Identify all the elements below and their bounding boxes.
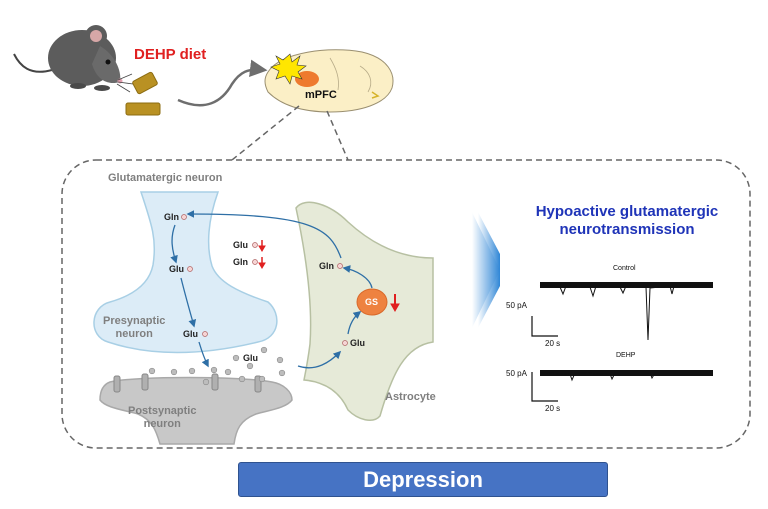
control-scale-bar — [531, 316, 558, 337]
glutamate-cycle-arrows — [170, 210, 373, 369]
decrease-arrow-icon — [258, 240, 400, 313]
astrocyte-label: Astrocyte — [385, 391, 436, 403]
postsynaptic-label: Postsynaptic neuron — [128, 405, 196, 431]
control-trace-label: Control — [613, 265, 636, 272]
glu-cleft-label: Glu — [243, 353, 258, 363]
dehp-trace-label: DEHP — [616, 352, 636, 359]
lesion-burst-icon — [270, 53, 307, 85]
food-pellet-icon — [125, 71, 161, 116]
result-title-line1: Hypoactive glutamatergic — [535, 203, 719, 220]
gln-presynaptic-label: Gln — [164, 212, 179, 222]
postsynaptic-label-line1: Postsynaptic — [128, 405, 197, 417]
legend-glu-label: Glu — [233, 240, 248, 250]
presynaptic-label-line1: Presynaptic — [103, 315, 166, 327]
result-title: Hypoactive glutamatergic neurotransmissi… — [518, 203, 736, 239]
receptor-icons — [113, 373, 262, 393]
zoom-line-left — [231, 105, 300, 161]
glutamate-vesicles — [148, 346, 286, 386]
control-time-scale: 20 s — [545, 339, 561, 348]
control-trace — [539, 282, 714, 341]
glu-astrocyte-label: Glu — [350, 338, 365, 348]
presynaptic-label-line2: neuron — [115, 328, 153, 340]
diet-label: DEHP diet — [134, 46, 207, 63]
gs-enzyme — [356, 288, 388, 316]
control-amplitude-scale: 50 pA — [506, 301, 527, 310]
mouse-icon — [13, 25, 134, 93]
depression-outcome-bar: Depression — [238, 462, 608, 497]
dehp-amplitude-scale: 50 pA — [506, 369, 527, 378]
gln-astrocyte-label: Gln — [319, 261, 334, 271]
dehp-scale-bar — [531, 372, 558, 402]
glu-terminal-label: Glu — [183, 329, 198, 339]
dehp-trace — [539, 370, 713, 382]
presynaptic-neuron — [93, 191, 278, 354]
glutamatergic-neuron-label: Glutamatergic neuron — [108, 172, 223, 184]
mpfc-label: mPFC — [305, 89, 337, 101]
presynaptic-label: Presynaptic neuron — [103, 315, 165, 341]
zoom-line-right — [326, 110, 349, 161]
postsynaptic-label-line2: neuron — [143, 418, 181, 430]
result-title-line2: neurotransmission — [559, 221, 695, 238]
zoom-panel — [61, 159, 751, 449]
gs-label: GS — [365, 297, 379, 307]
result-chevron-body — [472, 212, 500, 328]
dehp-time-scale: 20 s — [545, 404, 561, 413]
diet-to-brain-arrow — [177, 59, 268, 107]
molecule-dots — [181, 214, 348, 346]
glu-presynaptic-label: Glu — [169, 264, 184, 274]
legend-gln-label: Gln — [233, 257, 248, 267]
